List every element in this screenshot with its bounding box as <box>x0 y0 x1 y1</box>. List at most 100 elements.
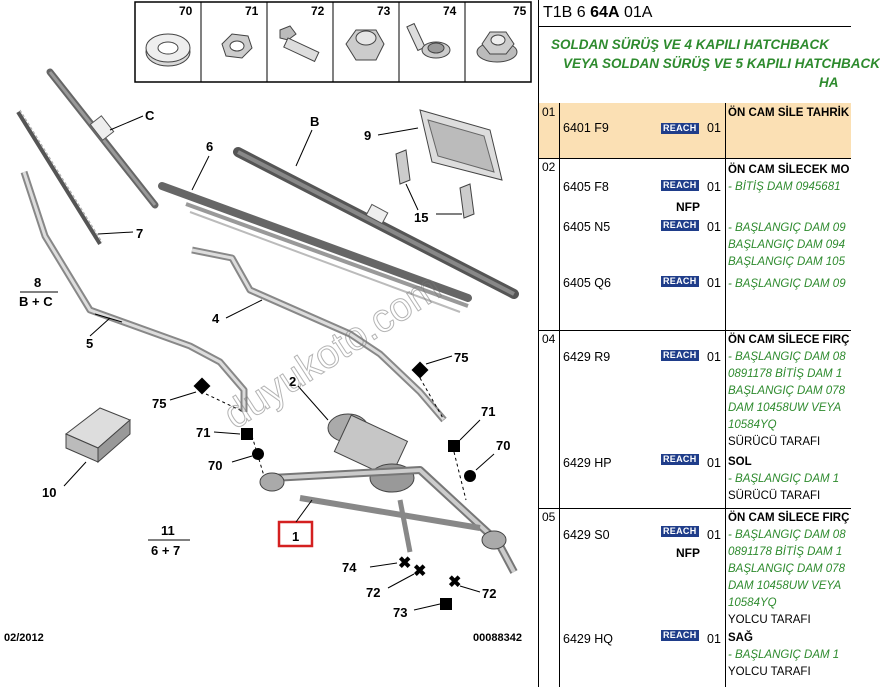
desc-line: - BAŞLANGIÇ DAM 09 <box>728 278 846 290</box>
part-number[interactable]: 6429 HP <box>563 456 612 470</box>
desc-line: ÖN CAM SİLECE FIRÇ <box>728 334 850 346</box>
label-72-left: 72 <box>366 585 380 600</box>
desc-line: BAŞLANGIÇ DAM 078 <box>728 385 845 397</box>
label-71-right: 71 <box>481 404 495 419</box>
desc-line: - BAŞLANGIÇ DAM 08 <box>728 529 846 541</box>
group-04: 04 6429 R9 REACH 01 ÖN CAM SİLECE FIRÇ -… <box>539 330 851 509</box>
part-number[interactable]: 6401 F9 <box>563 121 609 135</box>
hardware-num-71: 71 <box>245 4 259 18</box>
quantity: 01 <box>707 632 721 646</box>
header-bold: 64A <box>590 4 620 21</box>
desc-line: - BAŞLANGIÇ DAM 1 <box>728 649 840 661</box>
seal-ring-icon <box>145 33 191 67</box>
desc-line: 10584YQ <box>728 597 777 609</box>
label-1-highlight <box>277 520 314 548</box>
fastener-72-left: ✖ <box>413 563 426 580</box>
fastener-72-right: ✖ <box>448 574 461 591</box>
label-4: 4 <box>212 311 220 326</box>
quantity: 01 <box>707 220 721 234</box>
quantity: 01 <box>707 350 721 364</box>
quantity: 01 <box>707 276 721 290</box>
group-number: 04 <box>542 332 556 346</box>
group-number: 02 <box>542 160 556 174</box>
label-6-plus-7: 6 + 7 <box>151 543 180 558</box>
label-1: 1 <box>292 529 299 544</box>
fastener-75-left <box>193 377 211 395</box>
label-75-right: 75 <box>454 350 468 365</box>
diagram-date: 02/2012 <box>4 632 44 644</box>
hardware-num-70: 70 <box>179 4 193 18</box>
catalog-header: T1B 6 64A 01A <box>539 0 851 27</box>
hardware-num-75: 75 <box>513 4 527 18</box>
part-description: ÖN CAM SİLECE FIRÇ - BAŞLANGIÇ DAM 08 08… <box>728 332 849 451</box>
vehicle-line-3: HA <box>819 75 839 90</box>
clips-15 <box>395 149 475 219</box>
part-number[interactable]: 6405 F8 <box>563 180 609 194</box>
desc-line: YOLCU TARAFI <box>728 614 811 626</box>
part-description: - BAŞLANGIÇ DAM 09 BAŞLANGIÇ DAM 094 BAŞ… <box>728 220 846 271</box>
label-5: 5 <box>86 336 93 351</box>
label-70-left: 70 <box>208 458 222 473</box>
desc-line: DAM 10458UW VEYA <box>728 580 842 592</box>
desc-line: ÖN CAM SİLECE FIRÇ <box>728 512 850 524</box>
part-number[interactable]: 6405 Q6 <box>563 276 611 290</box>
part-description: ÖN CAM SİLECE FIRÇ - BAŞLANGIÇ DAM 08 08… <box>728 510 849 629</box>
reach-badge: REACH <box>661 276 699 287</box>
hardware-strip: 70 71 72 73 74 75 <box>134 1 532 83</box>
label-70-right: 70 <box>496 438 510 453</box>
part-description: ÖN CAM SİLE TAHRİK <box>728 105 849 122</box>
reach-badge: REACH <box>661 180 699 191</box>
label-b: B <box>310 114 319 129</box>
desc-line: - BİTİŞ DAM 0945681 <box>728 181 841 193</box>
wiper-motor-2 <box>327 413 415 493</box>
label-b-plus-c: B + C <box>19 294 53 309</box>
label-8: 8 <box>34 275 41 290</box>
rain-sensor-9 <box>419 109 503 181</box>
label-11: 11 <box>161 523 175 538</box>
part-number[interactable]: 6429 R9 <box>563 350 611 364</box>
desc-line: DAM 10458UW VEYA <box>728 402 842 414</box>
desc-line: SOL <box>728 456 752 468</box>
desc-line: BAŞLANGIÇ DAM 094 <box>728 239 845 251</box>
wiper-arm-5 <box>20 170 248 412</box>
wiper-blade-c <box>46 68 159 209</box>
part-number[interactable]: 6405 N5 <box>563 220 611 234</box>
part-number[interactable]: 6429 HQ <box>563 632 614 646</box>
group-number: 05 <box>542 510 556 524</box>
reach-badge: REACH <box>661 454 699 465</box>
label-9: 9 <box>364 128 371 143</box>
part-description: - BAŞLANGIÇ DAM 09 <box>728 276 846 293</box>
desc-line: 0891178 BİTİŞ DAM 1 <box>728 546 843 558</box>
label-75-left: 75 <box>152 396 166 411</box>
reach-badge: REACH <box>661 526 699 537</box>
bolt-icon <box>279 25 320 63</box>
part-description: ÖN CAM SİLECEK MO - BİTİŞ DAM 0945681 <box>728 162 849 196</box>
label-72-right: 72 <box>482 586 496 601</box>
fastener-73 <box>440 598 452 610</box>
desc-line: 0891178 BİTİŞ DAM 1 <box>728 368 843 380</box>
hardware-num-73: 73 <box>377 4 391 18</box>
wiper-blade-6 <box>158 182 472 313</box>
label-c: C <box>145 108 155 123</box>
diagram-ref: 00088342 <box>473 632 522 644</box>
nfp-flag: NFP <box>676 546 700 560</box>
group-05: 05 6429 S0 REACH 01 NFP ÖN CAM SİLECE FI… <box>539 508 851 687</box>
fastener-70-right <box>464 470 476 482</box>
group-02: 02 6405 F8 REACH 01 NFP ÖN CAM SİLECEK M… <box>539 158 851 331</box>
parts-table: T1B 6 64A 01A SOLDAN SÜRÜŞ VE 4 KAPILI H… <box>538 0 880 687</box>
desc-line: - BAŞLANGIÇ DAM 1 <box>728 473 840 485</box>
part-number[interactable]: 6429 S0 <box>563 528 610 542</box>
screw-washer-icon <box>406 22 451 59</box>
quantity: 01 <box>707 456 721 470</box>
parts-diagram: 70 71 72 73 74 75 <box>4 1 532 644</box>
part-description: SOL - BAŞLANGIÇ DAM 1 SÜRÜCÜ TARAFI <box>728 454 839 505</box>
desc-line: ÖN CAM SİLE TAHRİK <box>728 107 850 119</box>
desc-line: YOLCU TARAFI <box>728 666 811 678</box>
hex-nut-icon <box>221 33 253 59</box>
reach-badge: REACH <box>661 123 699 134</box>
vehicle-line-1: SOLDAN SÜRÜŞ VE 4 KAPILI HATCHBACK <box>550 37 829 52</box>
label-7: 7 <box>136 226 143 241</box>
reach-badge: REACH <box>661 220 699 231</box>
label-2: 2 <box>289 374 296 389</box>
control-module-10 <box>65 407 131 464</box>
